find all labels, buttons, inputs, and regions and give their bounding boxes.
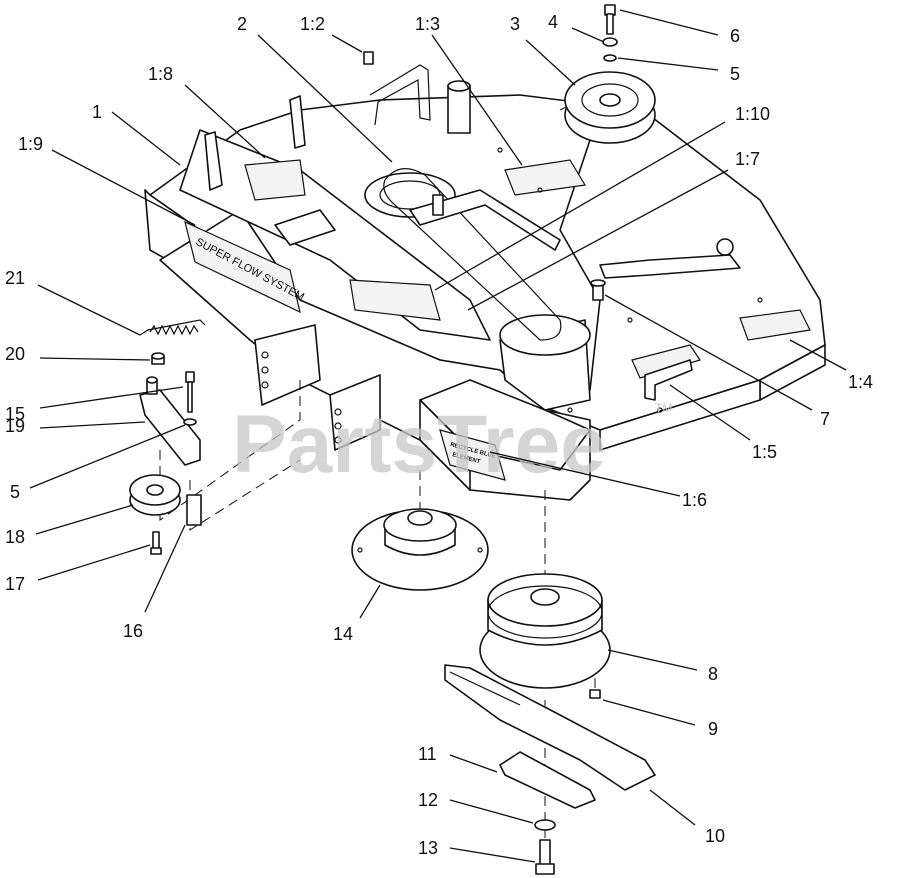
callout-2: 2 xyxy=(237,14,247,34)
bolt-1-2 xyxy=(363,51,374,65)
watermark-tm: TM xyxy=(655,401,672,415)
washer-5-left xyxy=(183,418,197,426)
callout-5-left: 5 xyxy=(10,482,20,502)
callout-5-right: 5 xyxy=(730,64,740,84)
leader-lines xyxy=(29,9,847,863)
callout-12: 12 xyxy=(418,790,438,810)
callout-10: 10 xyxy=(705,826,725,846)
callout-1: 1 xyxy=(92,102,102,122)
callout-1-5: 1:5 xyxy=(752,442,777,462)
callout-1-4: 1:4 xyxy=(848,372,873,392)
callout-8: 8 xyxy=(708,664,718,684)
callout-1-10: 1:10 xyxy=(735,104,770,124)
callout-20: 20 xyxy=(5,344,25,364)
pulley-18 xyxy=(129,474,181,516)
nut-20 xyxy=(151,352,165,365)
washer-5-top xyxy=(603,54,617,62)
bolt-17 xyxy=(150,531,162,555)
callout-1-7: 1:7 xyxy=(735,149,760,169)
pulley-3 xyxy=(564,71,656,144)
watermark: PartsTree xyxy=(232,399,606,490)
callout-13: 13 xyxy=(418,838,438,858)
callout-15: 15 xyxy=(5,404,25,424)
callout-1-8: 1:8 xyxy=(148,64,173,84)
spacer-16 xyxy=(186,494,202,526)
washer-4 xyxy=(602,37,618,47)
callout-labels: 1 1:2 1:3 1:4 1:5 1:6 1:7 1:8 1:9 1:10 2… xyxy=(5,12,873,858)
callout-18: 18 xyxy=(5,527,25,547)
callout-1-3: 1:3 xyxy=(415,14,440,34)
callout-7: 7 xyxy=(820,409,830,429)
callout-6: 6 xyxy=(730,26,740,46)
bolt-6 xyxy=(604,4,616,35)
callout-11: 11 xyxy=(418,744,437,764)
callout-16: 16 xyxy=(123,621,143,641)
callout-9: 9 xyxy=(708,719,718,739)
callout-1-2: 1:2 xyxy=(300,14,325,34)
mower-deck: SUPER FLOW SYSTEM RECYCLE BLUE ELEMENT xyxy=(144,64,826,501)
washer-12 xyxy=(534,819,556,831)
bolt-15 xyxy=(185,371,195,413)
callout-14: 14 xyxy=(333,624,353,644)
callout-3: 3 xyxy=(510,14,520,34)
callout-4: 4 xyxy=(548,12,558,32)
callout-19: 19 xyxy=(5,416,25,436)
blade-10 xyxy=(444,664,656,791)
spindle-assembly-8 xyxy=(479,573,611,699)
callout-17: 17 xyxy=(5,574,25,594)
callout-1-9: 1:9 xyxy=(18,134,43,154)
callout-1-6: 1:6 xyxy=(682,490,707,510)
idler-spring-21 xyxy=(139,319,206,336)
blade-11 xyxy=(499,751,596,809)
bolt-13 xyxy=(535,839,555,875)
spindle-assembly-14 xyxy=(351,508,489,591)
callout-21: 21 xyxy=(5,268,25,288)
